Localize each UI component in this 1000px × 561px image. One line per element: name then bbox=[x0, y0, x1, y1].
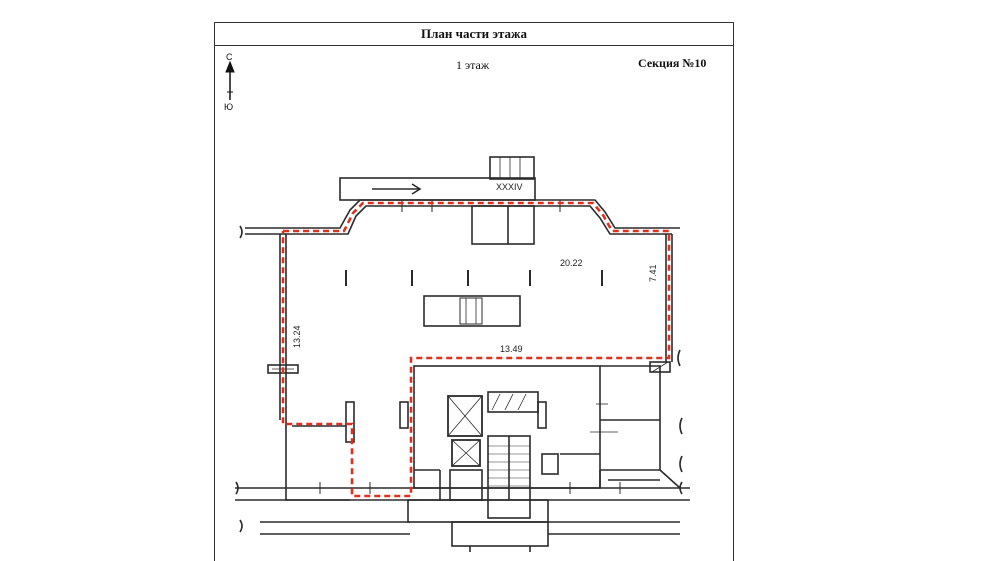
plan-title: План части этажа bbox=[214, 22, 734, 46]
room-number-label: XXXIV bbox=[496, 182, 523, 192]
dimension-top-width: 20.22 bbox=[560, 258, 583, 268]
compass-south-letter: Ю bbox=[224, 102, 234, 112]
walls bbox=[235, 156, 690, 552]
section-label: Секция №10 bbox=[638, 56, 707, 70]
compass-north-letter: С bbox=[226, 52, 233, 62]
dimension-left-height: 13.24 bbox=[292, 325, 302, 348]
top-stair bbox=[489, 156, 535, 180]
dimension-inner-width: 13.49 bbox=[500, 344, 523, 354]
premises-boundary bbox=[281, 201, 671, 498]
floor-label: 1 этаж bbox=[456, 58, 490, 72]
drawing-sheet-frame bbox=[214, 22, 734, 561]
compass-arrow-icon bbox=[225, 60, 235, 100]
dimension-right-height: 7.41 bbox=[648, 264, 658, 282]
